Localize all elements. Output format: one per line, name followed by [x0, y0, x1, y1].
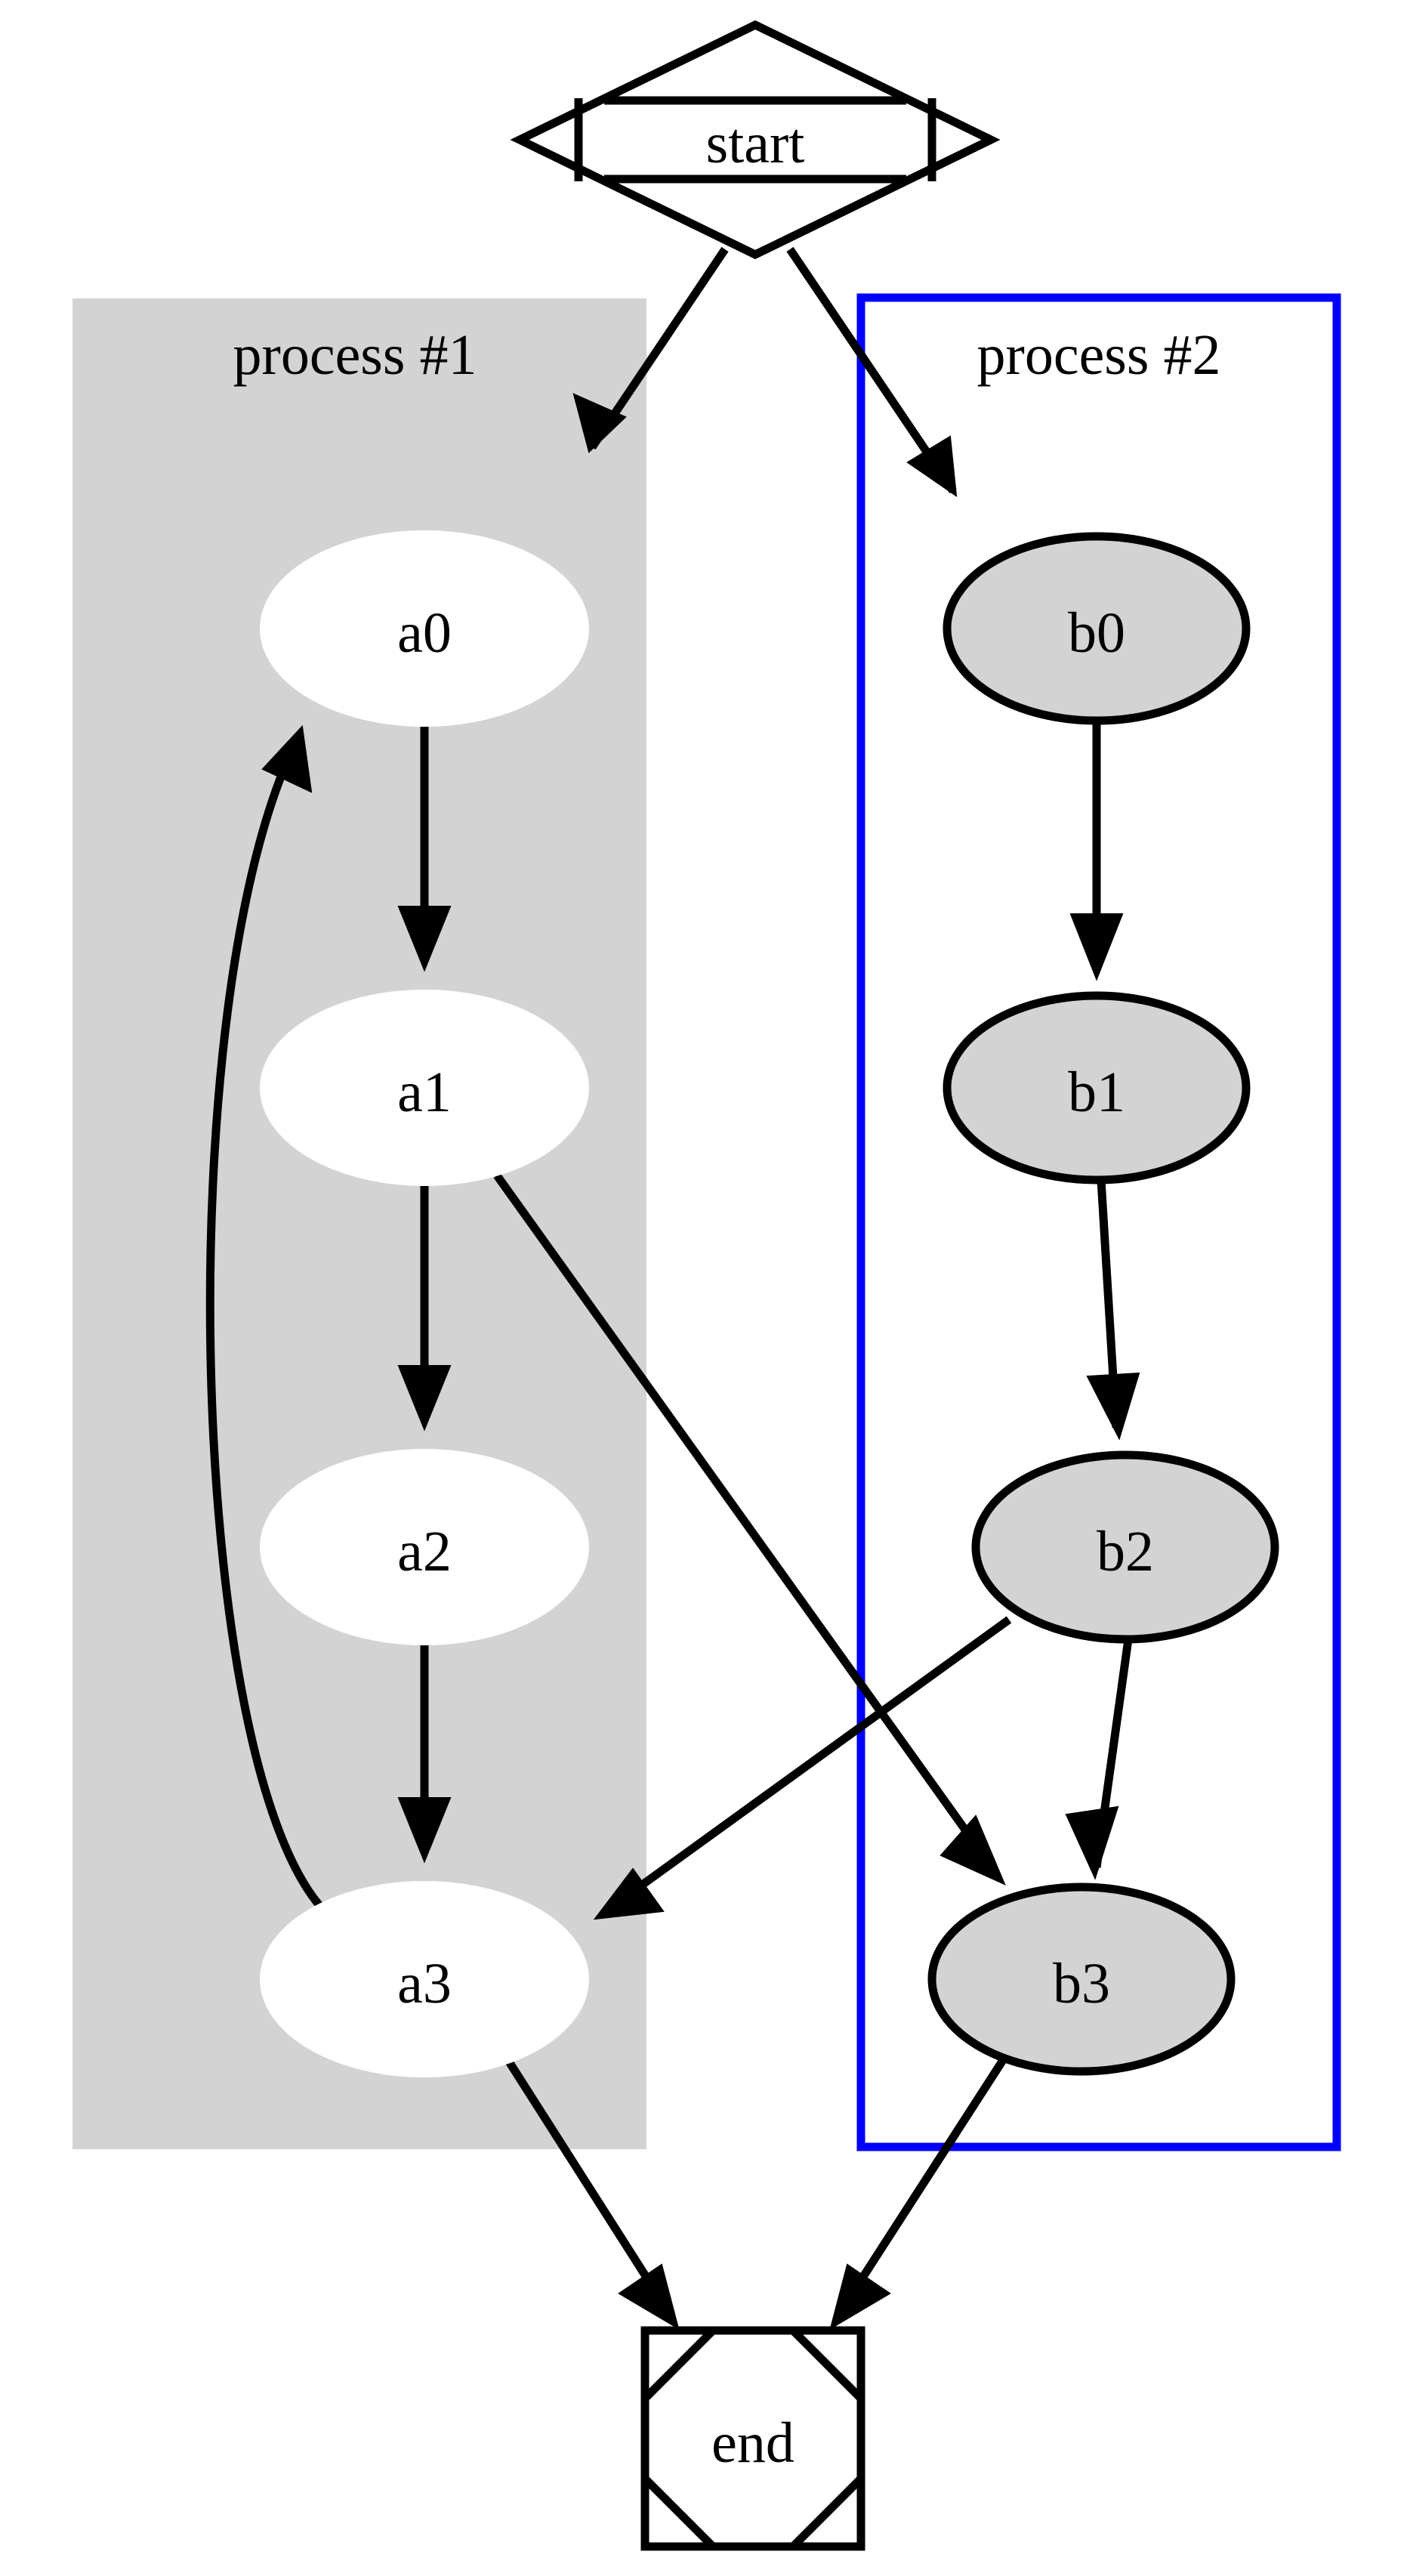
edge-b3-end-arrowhead — [829, 2263, 891, 2330]
node-b1[interactable]: b1 — [943, 991, 1251, 1185]
node-end-corner-line-br — [790, 2476, 864, 2550]
node-start[interactable]: start — [510, 20, 1001, 260]
edge-b3-end-line — [833, 2056, 1008, 2320]
node-b2-label: b2 — [1097, 1520, 1154, 1583]
edge-a1-a2[interactable] — [397, 1186, 452, 1432]
edges-layer — [205, 246, 1140, 2330]
node-a3-label: a3 — [397, 1952, 452, 2015]
edge-b0-b1-arrowhead — [1069, 913, 1124, 981]
edge-a3-end-line — [504, 2057, 676, 2320]
node-b2[interactable]: b2 — [971, 1450, 1279, 1644]
node-b3-ellipse — [927, 1883, 1236, 2076]
cluster-process-1-label: process #1 — [233, 323, 477, 387]
edge-a3-end-arrowhead — [618, 2263, 680, 2330]
edge-a3-end[interactable] — [504, 2057, 680, 2330]
edge-a1-b3[interactable] — [493, 1172, 1006, 1886]
edge-start-b0-arrowhead — [906, 435, 958, 498]
node-b2-ellipse — [971, 1450, 1279, 1644]
node-b0-label: b0 — [1068, 601, 1125, 665]
edge-start-a0[interactable] — [572, 246, 729, 453]
edge-b2-b3[interactable] — [1065, 1639, 1133, 1880]
node-end-corner-line-tl — [642, 2327, 716, 2401]
edge-b2-a3[interactable] — [593, 1616, 1012, 1920]
edge-a1-b3-arrowhead — [939, 1815, 1006, 1886]
node-end-corner-line-tr — [790, 2327, 864, 2401]
edge-b1-b2-arrowhead — [1086, 1372, 1140, 1441]
node-a3[interactable]: a3 — [260, 1881, 589, 2077]
node-a1-label: a1 — [397, 1061, 452, 1124]
cluster-process-2-label: process #2 — [977, 323, 1221, 387]
node-b1-ellipse — [943, 991, 1251, 1185]
node-end[interactable]: end — [640, 2326, 865, 2551]
edge-a0-a1-arrowhead — [397, 906, 452, 972]
node-b3[interactable]: b3 — [927, 1883, 1236, 2076]
node-start-label: start — [706, 112, 805, 175]
edge-start-a0-arrowhead — [572, 393, 627, 453]
node-b3-label: b3 — [1053, 1952, 1110, 2015]
node-b0-ellipse — [943, 532, 1251, 725]
edge-b3-end[interactable] — [829, 2056, 1008, 2330]
node-a2[interactable]: a2 — [260, 1449, 589, 1645]
node-a1[interactable]: a1 — [260, 990, 589, 1186]
node-end-corner-line-bl — [642, 2476, 716, 2550]
node-a2-label: a2 — [397, 1520, 452, 1583]
edge-start-b0[interactable] — [786, 246, 958, 498]
node-a2-ellipse — [260, 1449, 589, 1645]
node-a3-ellipse — [260, 1881, 589, 2077]
node-a0-label: a0 — [397, 601, 452, 665]
edge-a3-a0-line — [205, 737, 328, 1914]
edge-a2-a3-arrowhead — [397, 1797, 452, 1864]
node-a0-ellipse — [260, 530, 589, 727]
node-end-label: end — [711, 2411, 794, 2475]
edge-a3-a0-arrowhead — [261, 724, 313, 793]
edge-b2-b3-arrowhead — [1065, 1805, 1119, 1880]
node-b1-label: b1 — [1068, 1061, 1125, 1124]
node-b0[interactable]: b0 — [943, 532, 1251, 725]
edge-b1-b2[interactable] — [1086, 1179, 1140, 1441]
edge-a1-b3-line — [493, 1172, 999, 1875]
edge-a2-a3[interactable] — [397, 1645, 452, 1864]
edge-b2-a3-line — [603, 1616, 1012, 1915]
edge-a1-a2-arrowhead — [397, 1365, 452, 1432]
edge-b2-a3-arrowhead — [593, 1867, 665, 1920]
edge-a0-a1[interactable] — [397, 727, 452, 972]
edge-a3-a0[interactable] — [205, 724, 328, 1914]
node-a0[interactable]: a0 — [260, 530, 589, 727]
edge-b0-b1[interactable] — [1069, 721, 1124, 981]
node-a1-ellipse — [260, 990, 589, 1186]
node-start-diamond — [510, 20, 1001, 260]
